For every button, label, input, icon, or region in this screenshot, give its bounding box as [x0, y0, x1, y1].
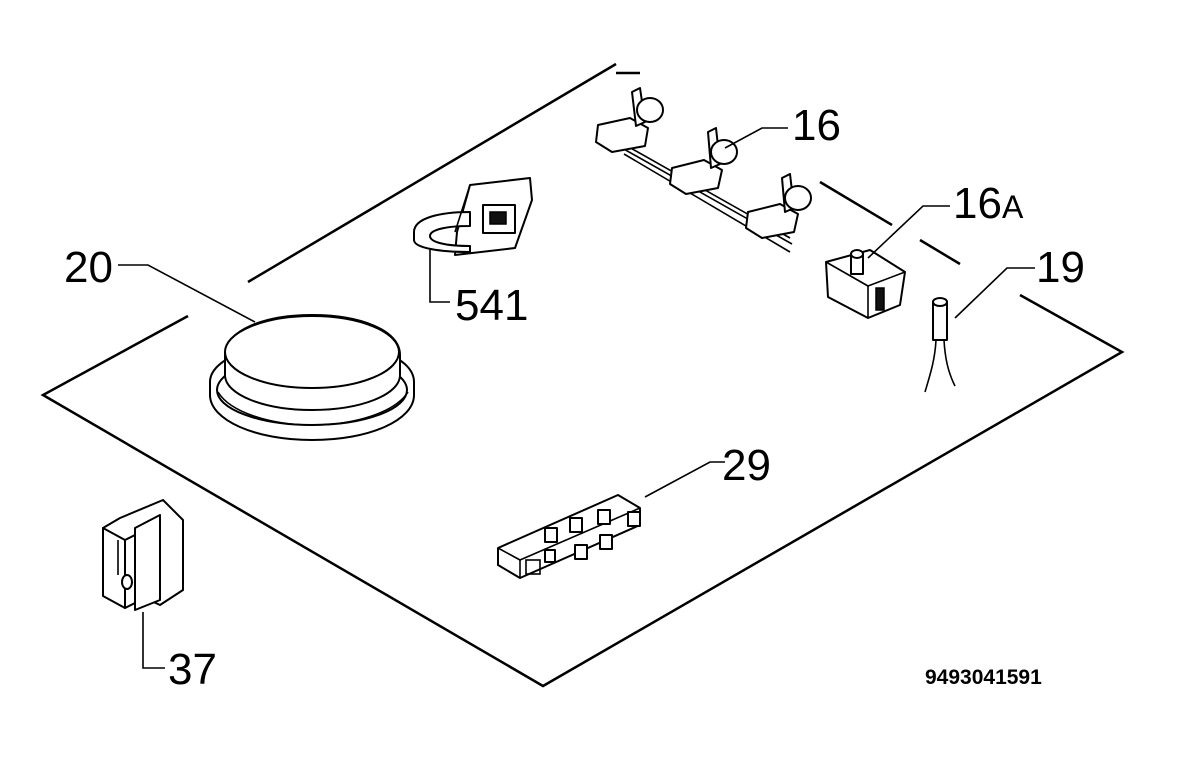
callout-16a-number: 16	[953, 179, 1002, 228]
callout-541: 541	[455, 281, 528, 330]
ignition-generator-29-part	[497, 494, 641, 579]
callout-29: 29	[722, 441, 771, 490]
callout-16: 16	[792, 101, 841, 150]
callout-37: 37	[168, 645, 217, 694]
callout-16a: 16A	[953, 179, 1024, 228]
drawing-code: 9493041591	[925, 666, 1042, 689]
burner-cap-part	[209, 314, 415, 441]
ignition-switch-harness-part	[595, 87, 812, 253]
callout-19: 19	[1036, 243, 1085, 292]
callout-16a-letter: A	[1002, 189, 1024, 225]
connector-541-part	[413, 177, 533, 256]
leader-lines	[118, 127, 1035, 669]
callout-20: 20	[64, 243, 113, 292]
sensor-19-part	[924, 297, 956, 393]
bracket-37-part	[102, 499, 184, 611]
board-outline	[40, 62, 1125, 688]
switch-block-16a-part	[825, 249, 906, 319]
